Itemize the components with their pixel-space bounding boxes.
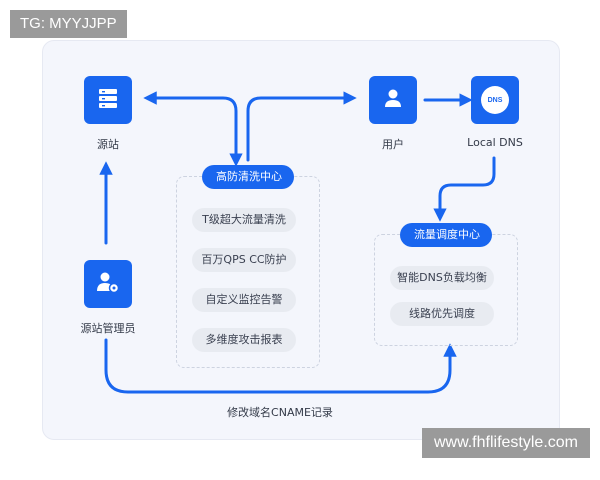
scrubbing-center-title: 高防清洗中心 (202, 165, 294, 189)
scheduling-center-group (374, 234, 518, 346)
origin-label: 源站 (97, 138, 119, 151)
admin-user-icon (95, 269, 121, 299)
scrubbing-item: T级超大流量清洗 (192, 208, 296, 232)
scrubbing-item: 百万QPS CC防护 (192, 248, 296, 272)
arrow-admin-to-scheduling (104, 338, 457, 394)
arrow-scrubbing-to-user (246, 91, 357, 162)
cname-label: 修改域名CNAME记录 (227, 406, 333, 419)
dns-icon: DNS (481, 86, 509, 114)
arrow-origin-to-scrubbing (143, 91, 243, 167)
local-dns-label: Local DNS (467, 136, 523, 149)
admin-label: 源站管理员 (80, 322, 136, 335)
arrow-dns-to-scheduling (433, 156, 496, 222)
scheduling-item: 线路优先调度 (390, 302, 494, 326)
scheduling-item: 智能DNS负载均衡 (390, 266, 494, 290)
origin-node (84, 76, 132, 124)
user-icon (381, 86, 405, 114)
scheduling-center-title: 流量调度中心 (400, 223, 492, 247)
dns-icon-text: DNS (487, 96, 503, 104)
user-label: 用户 (382, 138, 404, 151)
scrubbing-item: 自定义监控告警 (192, 288, 296, 312)
local-dns-node: DNS (471, 76, 519, 124)
server-icon (96, 86, 120, 114)
user-node (369, 76, 417, 124)
scrubbing-item: 多维度攻击报表 (192, 328, 296, 352)
watermark-top: TG: MYYJJPP (10, 10, 127, 38)
watermark-bottom: www.fhflifestyle.com (421, 428, 590, 458)
admin-node (84, 260, 132, 308)
